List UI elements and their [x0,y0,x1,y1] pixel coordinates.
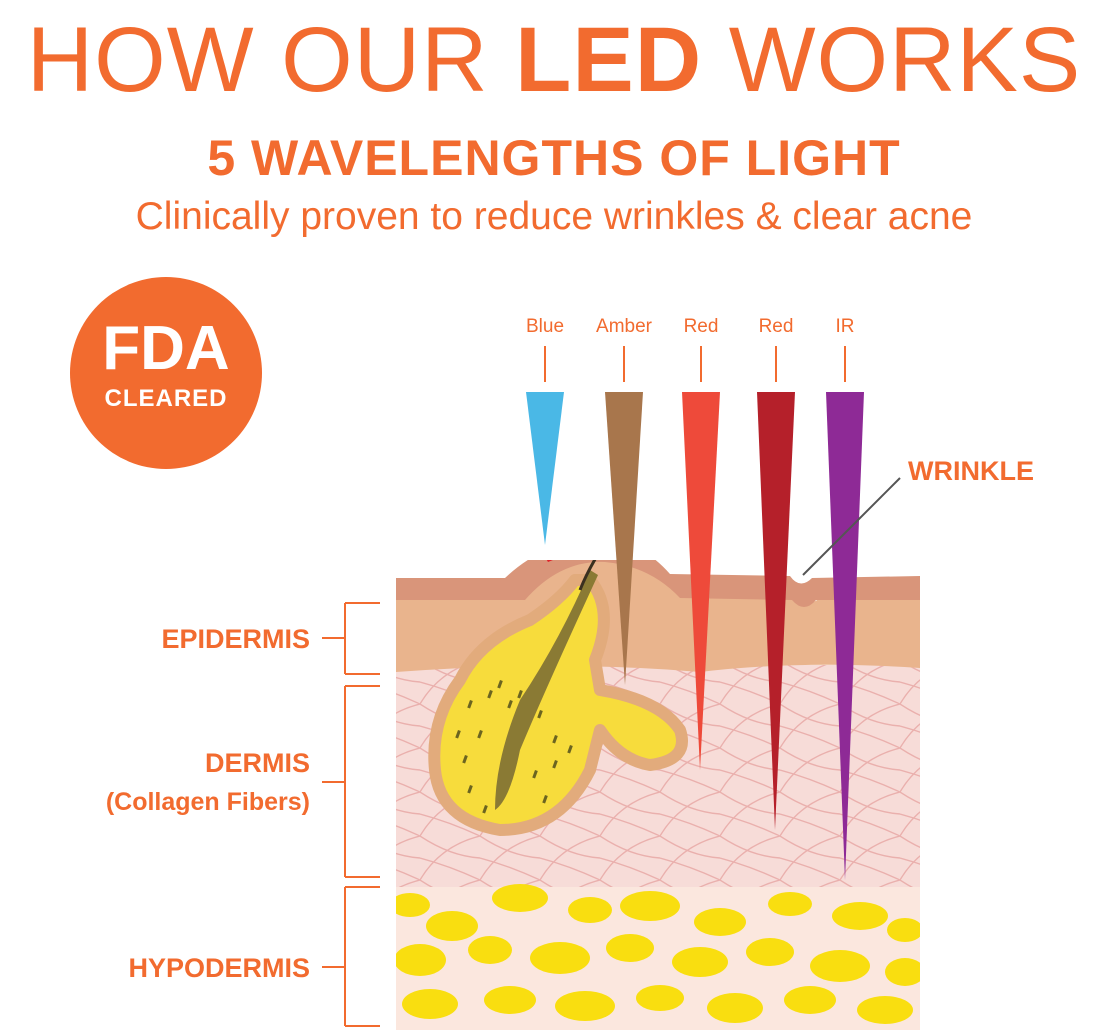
fat-cell [468,936,512,964]
wavelength-label: Amber [596,316,653,337]
bracket-epidermis [322,602,380,675]
gland-dot [532,770,538,779]
gland-dot [552,760,558,769]
light-beams: Blue Amber Red Red IR [526,316,864,880]
fat-cell [555,991,615,1021]
bracket-hypodermis [322,886,380,1027]
wavelength-beam [682,392,720,770]
gland-dot [467,700,473,709]
title-bold: LED [515,9,703,111]
fda-badge: FDA CLEARED [70,277,262,469]
fat-cell [492,884,548,912]
fat-cell [857,996,913,1024]
fat-cells [396,884,920,1024]
skin-surface [396,560,920,607]
gland-dot [487,690,493,699]
wavelength-beam [605,392,643,685]
fat-cell [768,892,812,916]
fat-cell [426,911,478,941]
wavelength-beam [826,392,864,880]
gland-dot [482,805,488,814]
gland-dot [517,690,523,699]
wavelength-label: IR [836,316,855,337]
gland-dot [497,680,503,689]
gland-dot [537,710,543,719]
gland-dot [567,745,573,754]
fat-cell [885,958,920,986]
gland-dot [542,795,548,804]
acne-inflammation [546,560,554,562]
fat-cell [832,902,888,930]
bracket-dermis [322,685,380,878]
fat-cell [784,986,836,1014]
title-suffix: WORKS [702,9,1082,111]
main-title: HOW OUR LED WORKS [0,10,1108,110]
sebaceous-gland [428,574,688,836]
gland-dot [455,730,461,739]
label-epidermis: EPIDERMIS [161,624,310,654]
gland-dot [467,785,473,794]
wrinkle-pointer [802,477,901,576]
fat-cell [530,942,590,974]
label-dermis-sub: (Collagen Fibers) [106,788,310,816]
badge-line1: FDA [102,314,230,383]
fat-cell [887,918,920,942]
badge-line2: CLEARED [104,385,228,412]
fat-cell [636,985,684,1011]
gland-dots [455,680,573,814]
tagline: Clinically proven to reduce wrinkles & c… [135,195,973,238]
subtitle: 5 WAVELENGTHS OF LIGHT [207,130,901,186]
gland-dot [552,735,558,744]
wrinkle-label: WRINKLE [908,456,1034,486]
fat-cell [620,891,680,921]
fat-cell [606,934,654,962]
wavelength-label: Red [684,316,719,337]
fat-cell [402,989,458,1019]
hair-shaft [578,560,597,591]
gland-dot [507,700,513,709]
fat-cell [396,944,446,976]
wavelength-beam [526,392,564,545]
fat-cell [672,947,728,977]
fat-cell [568,897,612,923]
label-hypodermis: HYPODERMIS [128,953,310,983]
fat-cell [694,908,746,936]
fat-cell [396,893,430,917]
wavelength-label: Red [759,316,794,337]
hair-follicle [495,570,598,810]
label-dermis: DERMIS [205,748,310,778]
wavelength-beam [757,392,795,830]
wavelength-label: Blue [526,316,564,337]
fat-cell [746,938,794,966]
gland-dot [477,730,483,739]
gland-dot [462,755,468,764]
fat-cell [707,993,763,1023]
fat-cell [484,986,536,1014]
title-prefix: HOW OUR [26,9,516,111]
fat-cell [810,950,870,982]
